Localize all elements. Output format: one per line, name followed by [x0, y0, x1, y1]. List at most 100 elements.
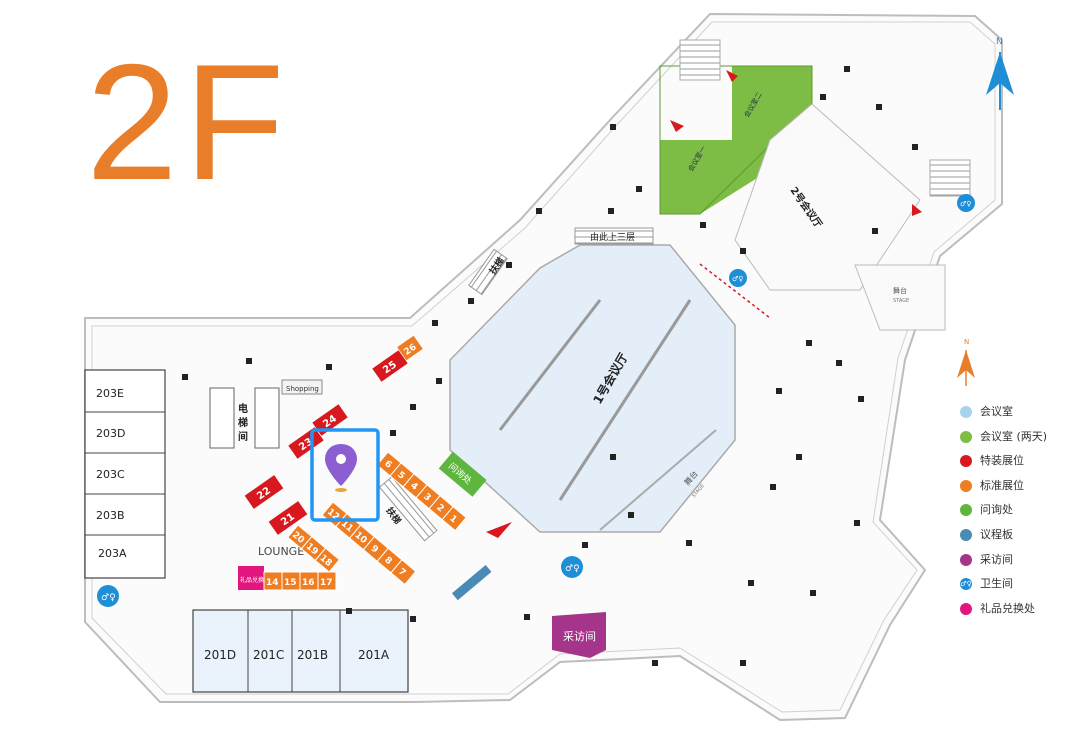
room-201B[interactable]: 201B — [297, 648, 328, 662]
floor-title: 2F — [86, 30, 291, 214]
legend-label: 采访间 — [980, 552, 1013, 566]
stairs-right[interactable] — [929, 159, 971, 197]
hall-1-aisle — [599, 429, 717, 531]
shopping-area — [281, 379, 323, 395]
standard-booth-18[interactable]: 18 — [314, 547, 341, 573]
standard-booth-20[interactable]: 20 — [287, 524, 313, 550]
svg-text:5: 5 — [395, 470, 406, 482]
interview-dot — [960, 553, 972, 566]
route-line — [699, 263, 771, 319]
svg-text:N: N — [996, 37, 1003, 47]
standard-booths-top-row: 6 5 4 3 2 1 — [376, 451, 467, 532]
legend-label: 会议室 (两天) — [980, 429, 1048, 443]
entrance-arrow-icon — [726, 70, 738, 82]
entrance-arrow-icon — [486, 522, 512, 538]
svg-text:15: 15 — [284, 578, 297, 588]
svg-text:N: N — [964, 338, 969, 346]
meeting-room-border — [659, 65, 813, 215]
agenda-board[interactable] — [451, 565, 492, 601]
legend-label: 礼品兑换处 — [980, 601, 1035, 615]
legend-item-inquiry: 问询处 — [960, 500, 1080, 525]
restroom-icon: ♂♀ — [960, 578, 972, 591]
svg-text:♂♀: ♂♀ — [732, 275, 743, 283]
lounge-label: LOUNGE — [258, 545, 304, 558]
special-booth-22[interactable]: 22 — [244, 475, 284, 509]
standard-booth-16[interactable]: 16 — [299, 571, 319, 591]
building-inner-outline — [91, 21, 996, 713]
hall-1-aisle — [558, 299, 692, 501]
meeting-room-two[interactable] — [732, 66, 812, 140]
rooms-203-block — [84, 369, 166, 579]
room-201C[interactable]: 201C — [253, 648, 284, 662]
svg-text:8: 8 — [382, 555, 393, 567]
standard-booth-14[interactable]: 14 — [263, 571, 283, 591]
stage-2-en: STAGE — [893, 298, 909, 304]
svg-text:♂♀: ♂♀ — [960, 200, 971, 208]
meeting-room-two-days-dot — [960, 430, 972, 443]
entrance-arrow-icon — [670, 120, 684, 132]
room-203E[interactable]: 203E — [96, 387, 124, 400]
pillars — [182, 66, 918, 666]
room-201A[interactable]: 201A — [358, 648, 390, 662]
entrance-arrow-icon — [912, 204, 922, 216]
gift-exchange-dot — [960, 602, 972, 615]
escalator-upper[interactable] — [468, 248, 508, 296]
elevator-left — [209, 387, 235, 449]
elevator-label-2: 梯 — [238, 416, 248, 429]
interview-room-label: 采访间 — [563, 630, 596, 643]
shopping-label: Shopping — [286, 385, 319, 393]
room-203D[interactable]: 203D — [96, 427, 125, 440]
standard-booth-1[interactable]: 1 — [441, 505, 467, 532]
room-201D[interactable]: 201D — [204, 648, 236, 662]
standard-booth-7[interactable]: 7 — [390, 559, 417, 586]
legend-item-interview: 采访间 — [960, 550, 1080, 575]
room-203A[interactable]: 203A — [98, 547, 127, 560]
legend-item-agenda-board: 议程板 — [960, 525, 1080, 550]
meeting-room-one[interactable] — [660, 140, 770, 214]
gift-exchange[interactable] — [238, 566, 264, 590]
legend-label: 特装展位 — [980, 454, 1024, 468]
inquiry-dot — [960, 504, 972, 517]
svg-text:7: 7 — [396, 567, 407, 579]
location-pin-icon[interactable] — [325, 444, 357, 492]
restroom-icon[interactable]: ♂♀ — [97, 585, 119, 607]
compass-icon: N — [957, 338, 975, 386]
stage-2 — [854, 264, 946, 331]
meeting-room-dot — [960, 406, 972, 418]
legend-item-standard-booth: 标准展位 — [960, 476, 1080, 501]
standard-booth-26[interactable]: 26 — [397, 335, 423, 361]
restroom-icon[interactable]: ♂♀ — [561, 556, 583, 578]
special-booth-25[interactable]: 25 — [372, 350, 408, 382]
room-203B[interactable]: 203B — [96, 509, 125, 522]
restroom-icon[interactable]: ♂♀ — [957, 194, 975, 212]
hall-1-area — [449, 244, 736, 533]
legend-label: 标准展位 — [980, 478, 1024, 492]
interview-room[interactable] — [552, 612, 606, 658]
legend-label: 问询处 — [980, 503, 1013, 517]
stairs-up-third[interactable] — [574, 227, 654, 245]
svg-text:9: 9 — [369, 544, 380, 556]
standard-booth-15[interactable]: 15 — [281, 571, 301, 591]
legend-item-restroom: ♂♀ 卫生间 — [960, 574, 1080, 599]
elevator-right — [254, 387, 280, 449]
escalator-mid[interactable] — [378, 476, 438, 542]
restroom-icon[interactable]: ♂♀ — [729, 269, 747, 287]
svg-text:16: 16 — [302, 578, 315, 588]
svg-text:2: 2 — [434, 503, 445, 515]
legend-label: 卫生间 — [980, 577, 1013, 591]
legend-item-meeting-room-two-days: 会议室 (两天) — [960, 427, 1080, 452]
stage-2-label: 舞台 — [893, 286, 907, 295]
standard-booth-19[interactable]: 19 — [300, 535, 327, 562]
room-203C[interactable]: 203C — [96, 468, 125, 481]
gift-exchange-label: 礼品兑换处 — [240, 576, 270, 584]
hall-1-aisle — [498, 299, 602, 431]
special-booth-24[interactable]: 24 — [312, 404, 348, 436]
stairs-top[interactable] — [679, 39, 721, 81]
standard-booth-17[interactable]: 17 — [317, 571, 337, 591]
agenda-board-dot — [960, 528, 972, 541]
legend-label: 会议室 — [980, 405, 1013, 418]
svg-text:♂♀: ♂♀ — [565, 564, 580, 574]
special-booth-21[interactable]: 21 — [268, 501, 308, 535]
legend-label: 议程板 — [980, 527, 1013, 541]
